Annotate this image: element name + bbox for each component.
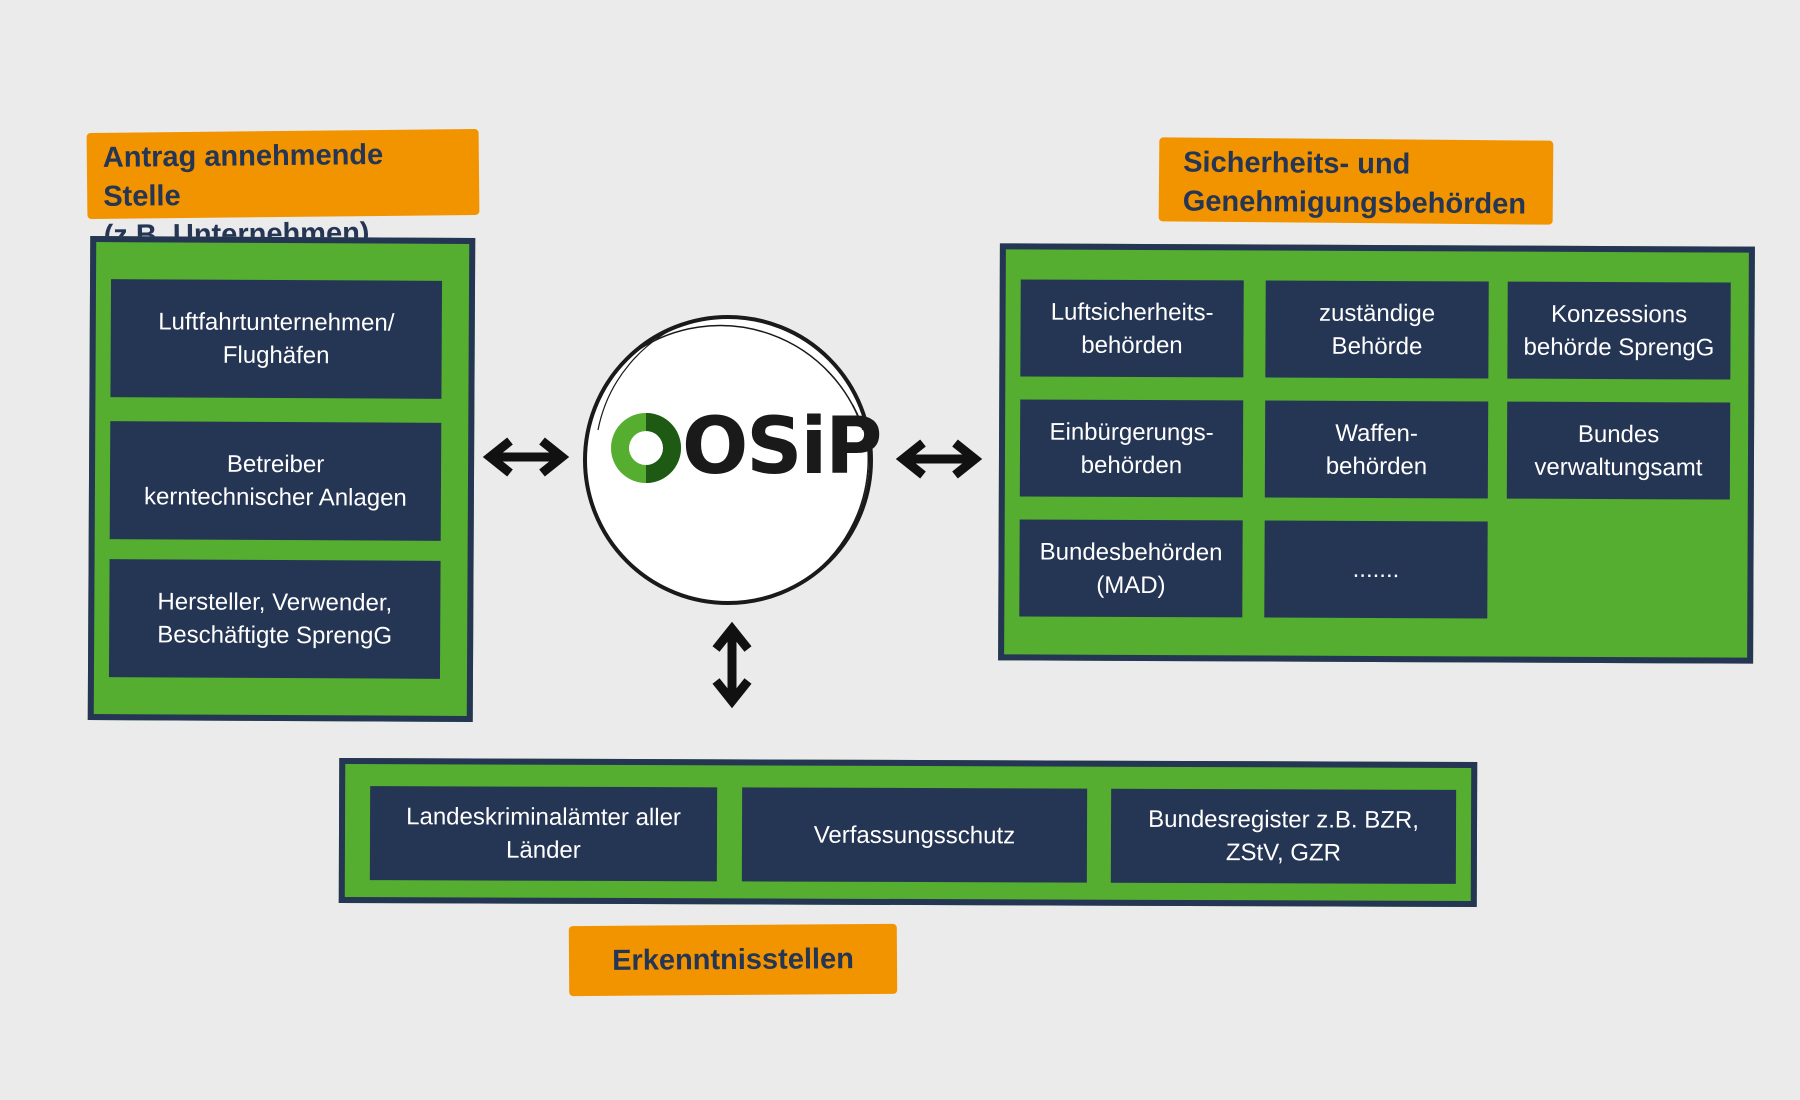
right-box-bundesverwaltungsamt: Bundes verwaltungsamt — [1506, 401, 1731, 500]
bottom-box-verfassungsschutz: Verfassungsschutz — [741, 787, 1088, 883]
right-box-konzessionsbehoerde: Konzessions behörde SprengG — [1507, 281, 1731, 380]
osip-logo: OSiP — [578, 310, 882, 610]
label-antrag-annehmende-stelle: Antrag annehmende Stelle (z.B. Unternehm… — [86, 128, 480, 252]
osip-o-mark-icon — [611, 413, 681, 483]
right-box-luftsicherheit: Luftsicherheits- behörden — [1020, 279, 1244, 378]
right-box-zustaendige-behoerde: zuständige Behörde — [1265, 280, 1489, 379]
bottom-box-landeskriminalaemter: Landeskriminalämter aller Länder — [369, 786, 718, 882]
double-arrow-right-icon — [895, 439, 983, 479]
left-box-luftfahrt: Luftfahrtunternehmen/ Flughäfen — [110, 279, 443, 399]
panel-antrag-annehmende-stelle: Luftfahrtunternehmen/ Flughäfen Betreibe… — [87, 235, 476, 723]
right-box-einbuergerung: Einbürgerungs- behörden — [1019, 399, 1244, 498]
right-box-more: ....... — [1264, 520, 1488, 619]
double-arrow-left-icon — [482, 437, 570, 477]
double-arrow-vertical-icon — [712, 621, 752, 709]
label-erkenntnisstellen: Erkenntnisstellen — [568, 923, 898, 997]
left-box-kerntechnik: Betreiber kerntechnischer Anlagen — [109, 421, 442, 541]
right-box-bundesbehoerden-mad: Bundesbehörden (MAD) — [1019, 519, 1243, 618]
panel-erkenntnisstellen: Landeskriminalämter aller Länder Verfass… — [338, 758, 1478, 907]
left-box-sprengg: Hersteller, Verwender, Beschäftigte Spre… — [108, 559, 441, 679]
label-sicherheits-genehmigungsbehoerden: Sicherheits- und Genehmigungsbehörden — [1158, 137, 1554, 225]
bottom-box-bundesregister: Bundesregister z.B. BZR, ZStV, GZR — [1110, 788, 1457, 884]
right-box-waffenbehoerden: Waffen- behörden — [1264, 400, 1489, 499]
panel-sicherheitsbehoerden: Luftsicherheits- behörden zuständige Beh… — [998, 243, 1755, 664]
osip-logo-text: OSiP — [682, 402, 882, 492]
